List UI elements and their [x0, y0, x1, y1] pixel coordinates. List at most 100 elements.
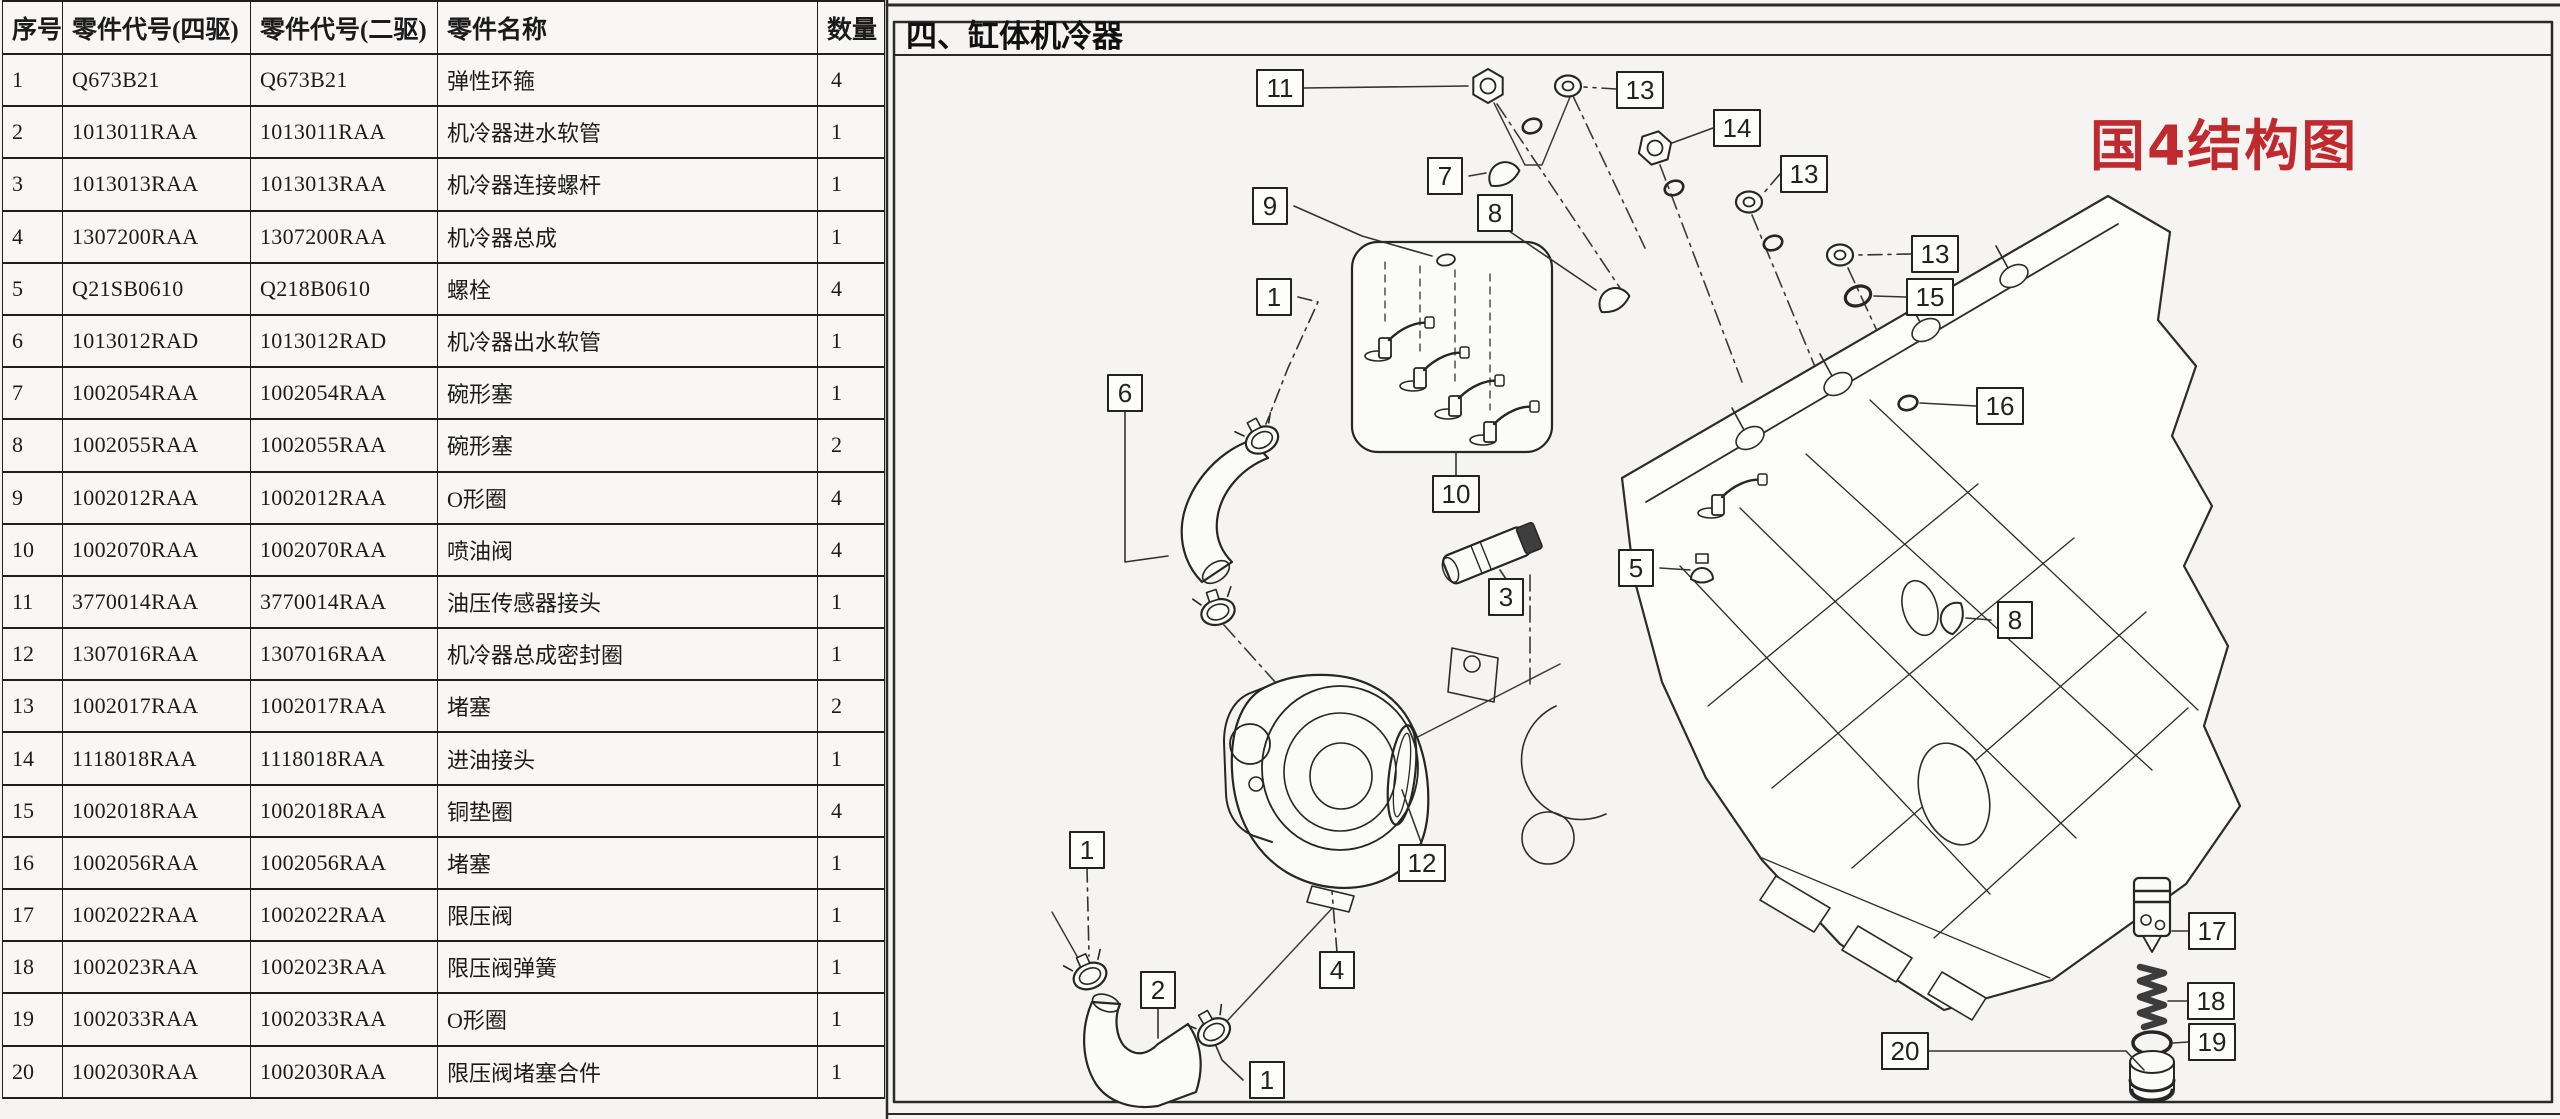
table-cell: 1307200RAA: [62, 209, 251, 264]
dome-part: [1598, 287, 1631, 314]
spring-part: [2136, 963, 2168, 1031]
table-cell: 1: [817, 992, 885, 1047]
table-cell: 4: [817, 52, 885, 108]
callout-3: 3: [1488, 569, 1524, 616]
clamp-part: [1234, 412, 1280, 455]
table-cell: O形圈: [437, 470, 818, 525]
clamp-part: [1185, 1003, 1232, 1047]
hexnut-part: [1472, 68, 1504, 104]
table-cell: 1118018RAA: [250, 731, 438, 786]
table-cell: 14: [2, 731, 63, 786]
callout-13: 13: [1855, 235, 1959, 273]
washer-part: [1553, 74, 1583, 98]
table-cell: 7: [2, 366, 63, 421]
table-cell: 1: [817, 105, 885, 160]
callout-8: 8: [1965, 601, 2033, 639]
svg-text:18: 18: [2197, 986, 2226, 1016]
jet-part: [1434, 374, 1505, 420]
table-cell: 1013013RAA: [250, 157, 438, 212]
table-cell: 4: [817, 522, 885, 577]
table-cell: 油压传感器接头: [437, 574, 818, 630]
panel-frame: [885, 0, 2560, 1119]
table-cell: 1: [817, 940, 885, 995]
table-cell: 1: [817, 731, 885, 786]
table-cell: 12: [2, 627, 63, 682]
svg-text:10: 10: [1442, 479, 1471, 509]
table-cell: 4: [817, 470, 885, 525]
table-cell: 堵塞: [437, 835, 818, 891]
clamp-part: [1191, 585, 1236, 627]
washer-part: [1734, 190, 1764, 214]
table-cell: 1: [817, 627, 885, 682]
table-cell: 铜垫圈: [437, 783, 818, 838]
table-cell: 1002055RAA: [62, 418, 251, 473]
table-cell: 喷油阀: [437, 522, 818, 577]
table-cell: 1: [2, 52, 63, 108]
oil-cooler-drawing: [1223, 673, 1430, 913]
svg-text:6: 6: [1118, 378, 1132, 408]
table-cell: 1002023RAA: [250, 940, 438, 995]
callout-14: 14: [1671, 109, 1761, 147]
table-cell: 1: [817, 887, 885, 943]
callout-1: 1: [1069, 831, 1105, 957]
table-cell: 1002022RAA: [250, 887, 438, 943]
jet-part: [1399, 346, 1470, 392]
upper-hose-drawing: [1180, 438, 1270, 585]
table-cell: 1002018RAA: [62, 783, 251, 838]
callout-13: 13: [1761, 155, 1828, 196]
ring_sm-part: [1663, 179, 1685, 197]
table-cell: 1002012RAA: [250, 470, 438, 525]
table-cell: 1: [817, 1044, 885, 1099]
svg-text:8: 8: [2008, 605, 2022, 635]
callout-6: 6: [1107, 374, 1169, 563]
svg-text:3: 3: [1499, 582, 1513, 612]
table-cell: 机冷器总成: [437, 209, 818, 264]
callout-16: 16: [1919, 387, 2024, 425]
table-cell: 1002056RAA: [62, 835, 251, 891]
svg-text:13: 13: [1921, 239, 1950, 269]
table-cell: 1307016RAA: [250, 627, 438, 682]
table-cell: 1013013RAA: [62, 157, 251, 212]
ring-part: [1843, 284, 1873, 308]
table-cell: 限压阀弹簧: [437, 940, 818, 995]
table-cell: 1307016RAA: [62, 627, 251, 682]
table-cell: 1307200RAA: [250, 209, 438, 264]
svg-text:11: 11: [1267, 73, 1294, 103]
svg-text:4: 4: [1330, 955, 1344, 985]
table-cell: 5: [2, 261, 63, 316]
svg-text:1: 1: [1267, 282, 1281, 312]
column-header-0: 序号: [2, 0, 63, 55]
table-cell: 限压阀堵塞合件: [437, 1044, 818, 1099]
table-cell: Q21SB0610: [62, 261, 251, 316]
cyl3-part: [1441, 521, 1543, 585]
table-cell: 机冷器出水软管: [437, 313, 818, 369]
table-cell: 1002030RAA: [250, 1044, 438, 1099]
table-cell: 13: [2, 679, 63, 734]
table-cell: 1002030RAA: [62, 1044, 251, 1099]
callout-12: 12: [1398, 789, 1446, 882]
callout-17: 17: [2171, 912, 2236, 950]
table-cell: 1013011RAA: [62, 105, 251, 160]
table-cell: 进油接头: [437, 731, 818, 786]
table-cell: 4: [817, 261, 885, 316]
table-cell: 机冷器总成密封圈: [437, 627, 818, 682]
table-cell: 1002070RAA: [62, 522, 251, 577]
table-cell: 1002033RAA: [62, 992, 251, 1047]
callout-9: 9: [1252, 187, 1433, 257]
svg-text:1: 1: [1260, 1065, 1274, 1095]
callout-19: 19: [2172, 1023, 2236, 1061]
table-cell: 螺栓: [437, 261, 818, 316]
svg-text:5: 5: [1629, 553, 1643, 583]
table-cell: 3770014RAA: [250, 574, 438, 630]
table-cell: 3770014RAA: [62, 574, 251, 630]
table-cell: 1002054RAA: [250, 366, 438, 421]
